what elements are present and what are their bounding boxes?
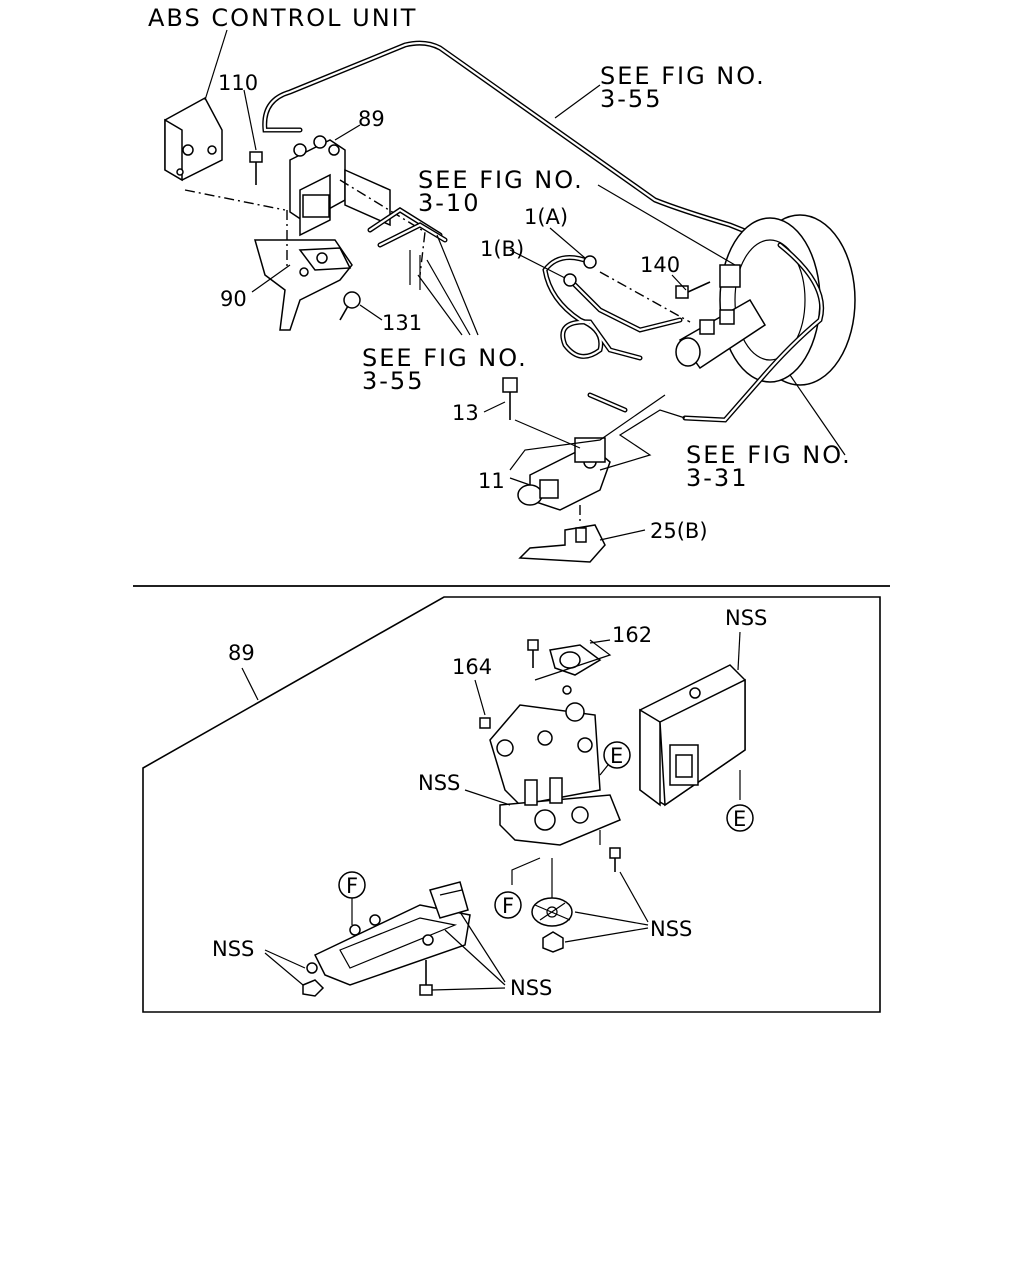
ref-circle-e-left — [603, 741, 631, 769]
label-part-162: 162 — [612, 623, 652, 647]
bolt-164-icon — [479, 717, 491, 729]
label-nss-modulator: NSS — [418, 771, 460, 795]
label-see-fig-310-1: SEE FIG NO. — [418, 166, 584, 194]
label-part-164: 164 — [452, 655, 492, 679]
label-ref-f-top: F — [346, 874, 358, 898]
bracket-tray-icon — [313, 904, 471, 986]
label-part-89-top: 89 — [358, 107, 385, 131]
connector-icon — [429, 881, 469, 919]
filter-icon — [531, 897, 573, 953]
label-part-13: 13 — [452, 401, 479, 425]
label-abs-control-unit: ABS CONTROL UNIT — [148, 4, 417, 32]
label-see-fig-355-bottom-1: SEE FIG NO. — [362, 344, 528, 372]
bracket-90-icon — [254, 239, 353, 331]
proportioning-valve-icon — [517, 437, 611, 511]
label-part-110: 110 — [218, 71, 258, 95]
detail-frame — [142, 596, 881, 1013]
label-see-fig-331-1: SEE FIG NO. — [686, 441, 852, 469]
ref-circle-f-bottom — [494, 891, 522, 919]
sensor-162-icon — [527, 639, 602, 676]
label-see-fig-310-2: 3-10 — [418, 189, 480, 217]
label-ref-f-bottom: F — [502, 894, 514, 918]
label-part-1b: 1(B) — [480, 237, 524, 261]
label-ref-e-right: E — [733, 807, 746, 831]
abs-control-unit-icon — [164, 96, 223, 182]
bolt-110-icon — [249, 151, 263, 185]
leader-abs-control-unit — [204, 29, 228, 101]
label-see-fig-355-bottom-2: 3-55 — [362, 367, 424, 395]
label-nss-bottom: NSS — [510, 976, 552, 1000]
label-see-fig-331-2: 3-31 — [686, 464, 748, 492]
label-nss-filter: NSS — [650, 917, 692, 941]
label-nss-bottom-left: NSS — [212, 937, 254, 961]
label-part-89-detail: 89 — [228, 641, 255, 665]
label-ref-e-left: E — [610, 744, 623, 768]
bolt-filter-icon — [609, 847, 621, 872]
bolt-131-icon — [339, 291, 361, 321]
label-part-140: 140 — [640, 253, 680, 277]
label-part-11: 11 — [478, 469, 505, 493]
label-part-131: 131 — [382, 311, 422, 335]
ref-circle-e-right — [726, 804, 754, 832]
bolt-13-icon — [502, 377, 518, 420]
modulator-block-icon — [489, 702, 621, 846]
bracket-25b-icon — [518, 524, 606, 563]
label-see-fig-355-top-2: 3-55 — [600, 85, 662, 113]
label-part-25b: 25(B) — [650, 519, 708, 543]
brake-booster-icon — [719, 214, 856, 386]
nut-bottom-left-icon — [302, 962, 325, 997]
hydraulic-unit-icon — [289, 135, 391, 237]
label-part-1a: 1(A) — [524, 205, 568, 229]
label-see-fig-355-top-1: SEE FIG NO. — [600, 62, 766, 90]
label-nss-top-right: NSS — [725, 606, 767, 630]
master-cylinder-icon — [675, 264, 767, 370]
control-module-icon — [639, 664, 746, 807]
bolt-bottom-icon — [419, 960, 433, 996]
label-part-90: 90 — [220, 287, 247, 311]
